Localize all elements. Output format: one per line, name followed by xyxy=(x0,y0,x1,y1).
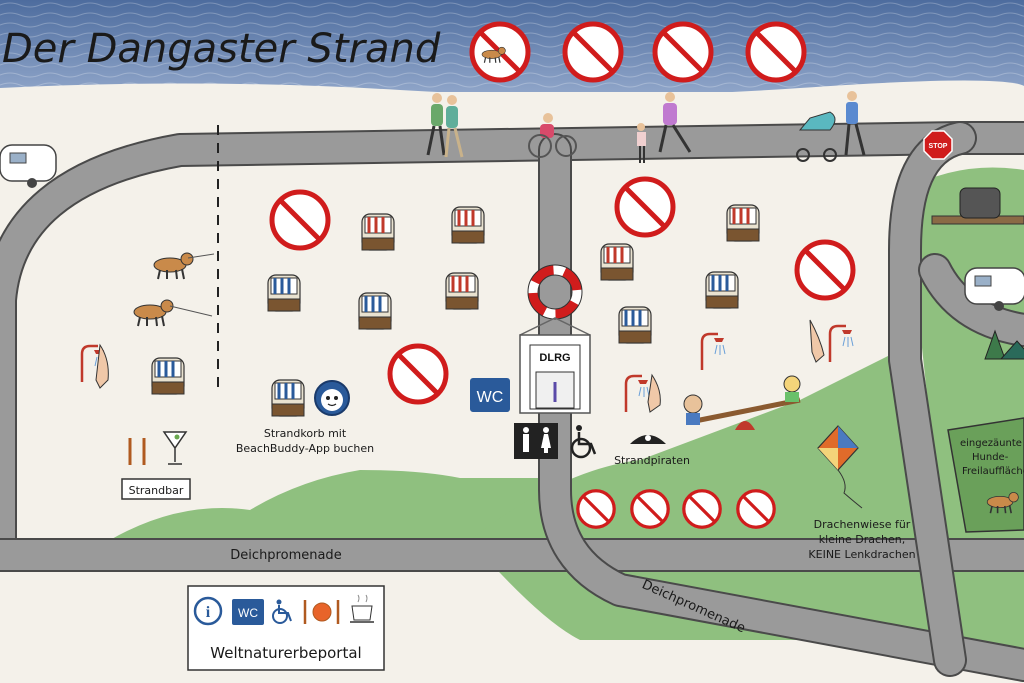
wc-label: WC xyxy=(477,389,504,406)
portal-panel xyxy=(187,585,385,671)
drachen-label-3: KEINE Lenkdrachen xyxy=(808,548,915,561)
caravan-icon xyxy=(0,144,57,188)
beach-chair-icon xyxy=(270,378,306,418)
beach-chair-icon xyxy=(704,270,740,310)
drachen-label-2: kleine Drachen, xyxy=(819,533,905,546)
pirate-hat-icon xyxy=(630,435,666,444)
beach-chair-icon xyxy=(360,212,396,252)
shower-icon-4 xyxy=(624,374,651,414)
dog-run-area xyxy=(947,417,1024,533)
beachbuddy-label-2: BeachBuddy-App buchen xyxy=(236,442,374,455)
beach-chair-icon xyxy=(725,203,761,243)
beach-chair-icon xyxy=(617,305,653,345)
portal-wc-label: WC xyxy=(238,606,258,620)
hunde-label-2: Hunde- xyxy=(972,452,1009,463)
foot-icon xyxy=(95,343,109,389)
kite-icon xyxy=(817,425,863,509)
shower-icon-2 xyxy=(700,332,727,372)
map-title: Der Dangaster Strand xyxy=(2,26,441,72)
info-icon: i xyxy=(193,596,223,626)
walking-people xyxy=(426,91,866,163)
svg-text:i: i xyxy=(206,604,211,621)
strandbar-sign xyxy=(121,478,191,500)
no-dogs-icon-zone1b xyxy=(390,346,446,402)
beachbuddy-label-1: Strandkorb mit xyxy=(264,427,347,440)
hunde-label-3: Freilaufflächen xyxy=(962,466,1024,477)
foot-icon-3 xyxy=(647,373,661,413)
wheelchair-icon xyxy=(570,425,597,459)
wc-sign xyxy=(470,378,510,412)
portal-label: Weltnaturerbeportal xyxy=(210,644,361,662)
no-kites-icon xyxy=(565,24,621,80)
no-dogs-icon-zone2 xyxy=(617,179,673,235)
no-bikes-icon-small xyxy=(682,489,722,529)
beach-chair-icon xyxy=(450,205,486,245)
beachbuddy-icon xyxy=(314,380,350,416)
strandbar-label: Strandbar xyxy=(129,484,184,497)
lifebuoy-icon xyxy=(527,264,583,320)
beach-chair-icon xyxy=(357,291,393,331)
beach-chair-icon xyxy=(599,242,635,282)
dog-icon xyxy=(153,252,194,280)
camping-icon xyxy=(984,329,1024,360)
no-kites-icon-small xyxy=(630,489,670,529)
no-fire-icon xyxy=(748,24,804,80)
no-bikes-icon xyxy=(655,24,711,80)
toilet-figures xyxy=(523,427,551,453)
stop-sign-icon: STOP xyxy=(923,130,953,160)
svg-text:STOP: STOP xyxy=(929,143,948,150)
dlrg-tower xyxy=(519,317,591,414)
no-fire-icon-small xyxy=(736,489,776,529)
beach-chair-icon xyxy=(444,271,480,311)
portal-wc-icon xyxy=(232,599,264,625)
portal-cafe-icon xyxy=(350,594,374,623)
foot-icon-2 xyxy=(809,319,825,363)
seesaw-icon xyxy=(683,375,801,430)
beach-chair-icon xyxy=(150,356,186,396)
shoreline xyxy=(0,80,1024,100)
caravan-icon-right xyxy=(964,267,1024,311)
grass-left xyxy=(110,470,540,540)
dog-icon-2 xyxy=(133,299,174,327)
drachen-label-1: Drachenwiese für xyxy=(814,518,911,531)
boardwalk-shelter xyxy=(931,187,1024,225)
no-dogs-icon xyxy=(472,24,528,80)
toilet-icon xyxy=(514,423,558,459)
portal-wheelchair-icon xyxy=(272,599,292,624)
strandpiraten-label: Strandpiraten xyxy=(614,454,690,467)
portal-restaurant-icon xyxy=(303,600,340,624)
dog-leash xyxy=(187,253,215,259)
no-dogs-icon-small xyxy=(576,489,616,529)
no-dogs-icon-zone1 xyxy=(272,192,328,248)
dlrg-label: DLRG xyxy=(539,352,570,364)
no-dogs-icon-zone2b xyxy=(797,242,853,298)
dog-leash-2 xyxy=(169,305,213,317)
shower-icon-3 xyxy=(828,324,855,364)
deichpromenade-label-left: Deichpromenade xyxy=(230,548,341,563)
strandbar-icons xyxy=(128,431,188,465)
beach-chair-icon xyxy=(266,273,302,313)
hunde-label-1: eingezäunte xyxy=(960,438,1022,449)
